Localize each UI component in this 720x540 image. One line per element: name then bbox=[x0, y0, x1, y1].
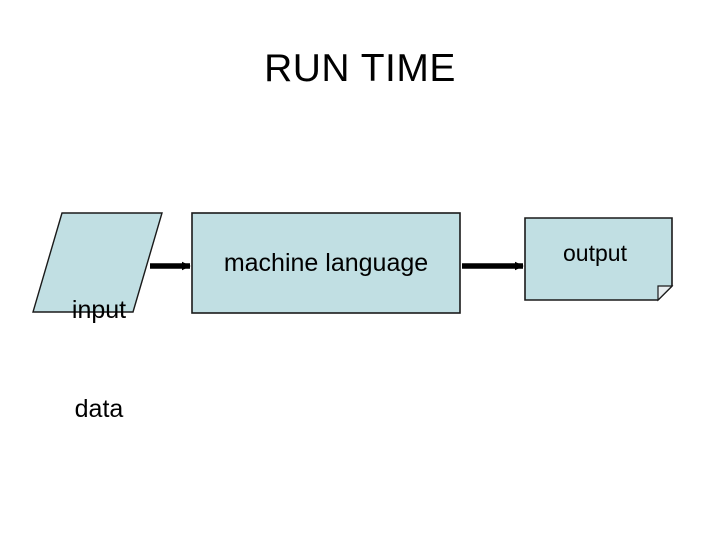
node-input-data-shape[interactable] bbox=[32, 212, 163, 313]
node-output-shape[interactable] bbox=[524, 217, 673, 301]
page-title: RUN TIME bbox=[264, 47, 456, 90]
page-fold-icon bbox=[657, 285, 674, 302]
node-machine-language-shape[interactable] bbox=[191, 212, 461, 314]
